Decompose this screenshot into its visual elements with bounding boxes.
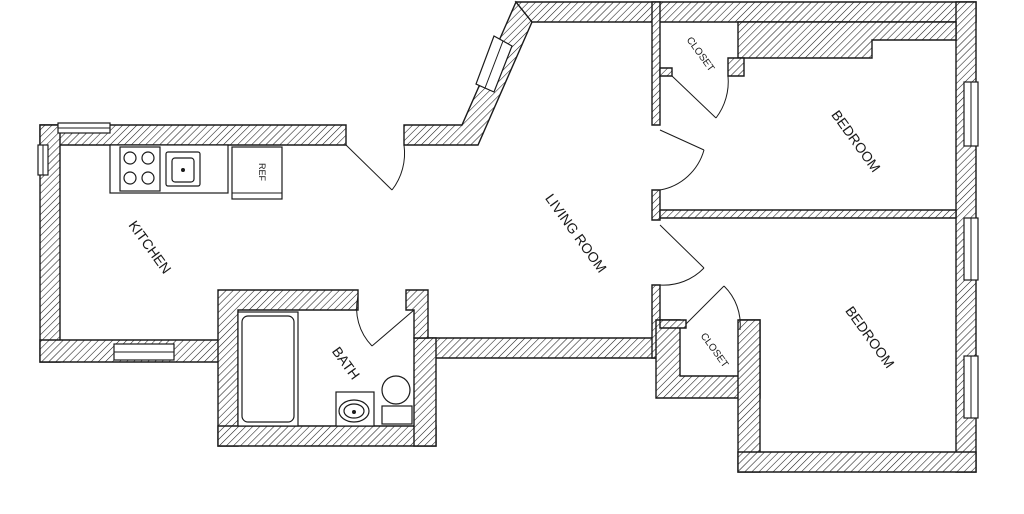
closet-bottom-top: [659, 319, 687, 329]
bedroom-bottom-door: [659, 224, 705, 286]
drain-icon: [181, 168, 185, 172]
bedroom-bottom-left: [737, 319, 761, 473]
bathtub-basin: [241, 315, 295, 423]
kitchen-fixtures: REF: [109, 144, 283, 200]
kitchen-label: KITCHEN: [126, 218, 175, 277]
living-room-label: LIVING ROOM: [542, 191, 610, 276]
bedroom-bottom-wall: [737, 451, 977, 473]
bath-door-jamb: [405, 289, 429, 339]
entry-door: [345, 144, 406, 191]
bedroom-partition: [651, 189, 661, 221]
closet-top-label: CLOSET: [684, 35, 716, 74]
refrigerator: [231, 146, 283, 200]
closet-top-wall: [651, 1, 661, 126]
closet-bottom-label: CLOSET: [698, 331, 730, 370]
living-angled-wall: [403, 0, 533, 146]
bedroom-top-notch: [737, 21, 957, 59]
bath-right-wall: [413, 337, 437, 447]
bath-bottom-wall: [217, 425, 437, 447]
burner-icon: [141, 171, 155, 185]
bath-label: BATH: [329, 344, 363, 383]
top-wall: [514, 1, 977, 23]
living-bottom-wall: [427, 337, 661, 359]
closet-top-side: [659, 67, 673, 77]
drain-icon: [352, 410, 356, 414]
burner-icon: [123, 151, 137, 165]
burner-icon: [141, 151, 155, 165]
toilet-tank: [381, 405, 413, 425]
burner-icon: [123, 171, 137, 185]
ref-label: REF: [257, 163, 267, 182]
bedroom-partition-h: [659, 209, 957, 219]
closet-top-door: [671, 75, 729, 119]
windows: [37, 35, 979, 419]
bedroom-bottom-label: BEDROOM: [842, 303, 897, 371]
closet-top-side2: [727, 57, 745, 77]
bedroom-top-door: [659, 129, 705, 191]
bath-door: [356, 295, 415, 347]
doors: [345, 75, 741, 347]
closet-bottom-door: [685, 285, 741, 331]
bedroom-top-label: BEDROOM: [828, 107, 883, 175]
walls: [39, 0, 977, 473]
toilet-bowl: [381, 375, 411, 405]
bath-fixtures: [237, 311, 413, 427]
